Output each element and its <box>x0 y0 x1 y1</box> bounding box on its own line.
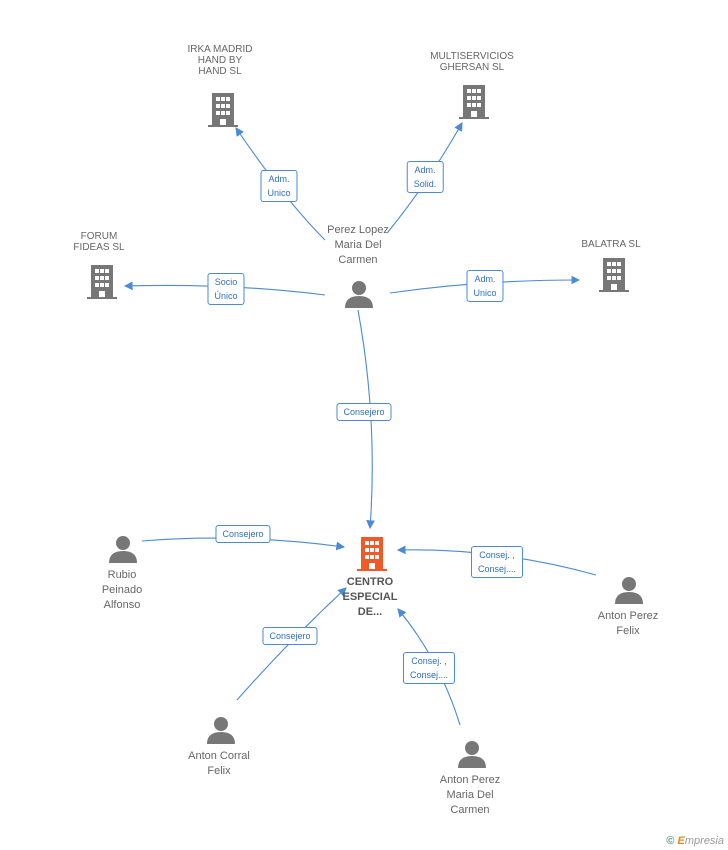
building-icon[interactable] <box>87 265 117 304</box>
node-label-centro[interactable]: CENTRO ESPECIAL DE... <box>342 576 398 618</box>
node-label-irka[interactable]: IRKA MADRID HAND BY HAND SL <box>187 44 253 77</box>
edge-label-to-multi: Adm. Solid. <box>406 161 444 193</box>
edge-label-to-irka: Adm. Unico <box>260 170 298 202</box>
edge-label-felix-centro: Consej. , Consej.... <box>470 546 524 578</box>
node-label-anton-felix[interactable]: Anton Perez Felix <box>597 610 659 637</box>
node-label-anton-corral[interactable]: Anton Corral Felix <box>188 750 250 777</box>
edge-label-to-forum: Socio Único <box>207 273 245 305</box>
node-label-perez-lopez[interactable]: Perez Lopez Maria Del Carmen <box>327 224 389 266</box>
node-label-balatra[interactable]: BALATRA SL <box>581 239 641 250</box>
edge-label-maria-centro: Consej. , Consej.... <box>402 652 456 684</box>
person-icon[interactable] <box>614 576 644 609</box>
node-label-anton-maria[interactable]: Anton Perez Maria Del Carmen <box>439 774 501 816</box>
node-label-forum[interactable]: FORUM FIDEAS SL <box>73 231 125 253</box>
copyright-icon: © <box>666 835 675 847</box>
edge-label-rubio-centro: Consejero <box>215 525 271 543</box>
person-icon[interactable] <box>457 740 487 773</box>
person-icon[interactable] <box>344 280 374 313</box>
building-icon[interactable] <box>459 85 489 124</box>
building-icon[interactable] <box>208 93 238 132</box>
node-label-multiservicios[interactable]: MULTISERVICIOS GHERSAN SL <box>430 51 514 73</box>
node-label-rubio[interactable]: Rubio Peinado Alfonso <box>101 569 143 611</box>
person-icon[interactable] <box>108 535 138 568</box>
person-icon[interactable] <box>206 716 236 749</box>
edge-label-to-balatra: Adm. Unico <box>466 270 504 302</box>
brand-logo: © Empresia <box>666 835 724 847</box>
focus-building-icon[interactable] <box>357 537 387 576</box>
edge-label-to-centro: Consejero <box>336 403 392 421</box>
building-icon[interactable] <box>599 258 629 297</box>
edge-label-corral-centro: Consejero <box>262 627 318 645</box>
